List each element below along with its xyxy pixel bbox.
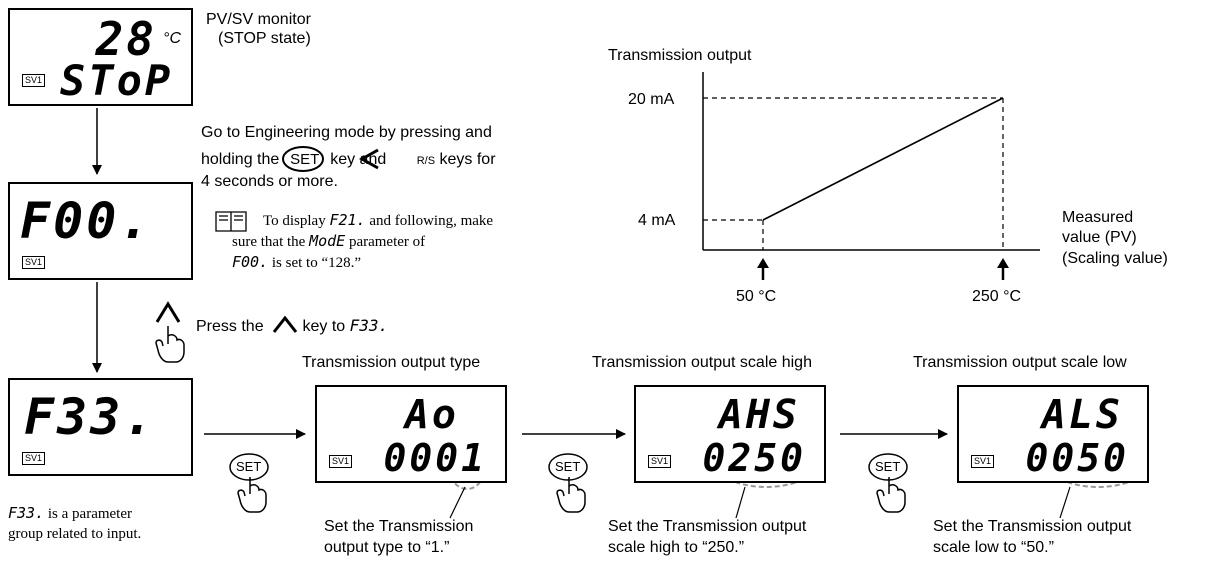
chart-x-tick-high: 250 °C xyxy=(972,288,1022,305)
set-key-outline xyxy=(282,146,324,172)
monitor-caption-line2: (STOP state) xyxy=(218,30,311,47)
scale-low-param: ALS xyxy=(1041,392,1123,438)
screen-title-scale-low: Transmission output scale low xyxy=(913,354,1127,371)
chart-x-label-line1: Measured xyxy=(1062,209,1134,226)
f33-caption-line2: group related to input. xyxy=(8,526,142,542)
scale-low-note-line2: scale low to “50.” xyxy=(933,539,1054,556)
note-code: F21. xyxy=(329,211,366,229)
note-line1: To display F21. and following, make xyxy=(263,210,683,231)
output-type-value: 0001 xyxy=(383,436,487,480)
instruction-text: key to xyxy=(302,318,346,335)
rs-key-chevron xyxy=(358,148,379,170)
up-key-inline-icon xyxy=(272,316,298,333)
chart-x-tick-low: 50 °C xyxy=(736,288,777,305)
caption-code: F33. xyxy=(8,504,45,522)
monitor-caption-line1: PV/SV monitor xyxy=(206,11,311,28)
press-up-instruction: Press the key to F33. xyxy=(196,316,388,336)
engineering-instruction-line3: 4 seconds or more. xyxy=(201,173,338,190)
set-key-label: SET xyxy=(290,151,320,168)
note-code: F00. xyxy=(232,253,269,271)
note-text: is set to “128.” xyxy=(271,255,362,271)
sv1-indicator: SV1 xyxy=(971,455,995,468)
set-button-label-1: SET xyxy=(236,459,262,474)
note-text: parameter of xyxy=(348,234,426,250)
target-code: F33. xyxy=(349,316,389,335)
set-button-icon-2 xyxy=(548,453,588,513)
chart-y-label: Transmission output xyxy=(608,47,752,64)
engineering-mode-panel: F00. SV1 xyxy=(8,182,193,280)
output-type-panel: Ao SV1 0001 xyxy=(315,385,507,483)
sv1-indicator: SV1 xyxy=(329,455,353,468)
scale-high-panel: AHS SV1 0250 xyxy=(634,385,826,483)
engineering-note: To display F21. and following, make sure… xyxy=(232,210,683,273)
rs-key-label: R/S xyxy=(416,155,436,167)
monitor-unit: °C xyxy=(163,30,181,47)
chart-x-label-line3: (Scaling value) xyxy=(1062,250,1168,267)
hand-icon xyxy=(155,326,185,363)
scale-low-note-line1: Set the Transmission output xyxy=(933,518,1132,535)
output-type-param: Ao xyxy=(404,392,459,438)
callout-line-2 xyxy=(735,486,746,519)
screen-title-output-type: Transmission output type xyxy=(302,354,481,371)
note-code: ModE xyxy=(309,232,346,250)
chart-series-line xyxy=(762,97,1004,221)
scale-high-param: AHS xyxy=(718,392,800,438)
scale-low-value: 0050 xyxy=(1025,436,1129,480)
caption-text: is a parameter xyxy=(47,506,132,522)
note-text: and following, make xyxy=(369,213,494,229)
instruction-text: key and xyxy=(330,151,387,168)
output-type-note-line2: output type to “1.” xyxy=(324,539,450,556)
engineering-display: F00. xyxy=(20,192,153,250)
note-line3: F00. is set to “128.” xyxy=(232,252,683,273)
callout-line-1 xyxy=(449,486,466,519)
f33-panel: F33. SV1 xyxy=(8,378,193,476)
set-button-icon-3 xyxy=(868,453,908,513)
scale-high-note-line2: scale high to “250.” xyxy=(608,539,745,556)
f33-caption: F33. is a parameter group related to inp… xyxy=(8,503,208,544)
book-icon xyxy=(215,211,247,232)
engineering-instruction-line2: holding the SET key and R/S keys for xyxy=(201,150,496,171)
note-text: sure that the xyxy=(232,234,306,250)
scale-low-panel: ALS SV1 0050 xyxy=(957,385,1149,483)
monitor-pv-value: 28 xyxy=(95,12,157,66)
pv-sv-monitor-panel: 28 °C SV1 SToP xyxy=(8,8,193,106)
instruction-text: keys for xyxy=(439,151,496,168)
chart-x-label-line2: value (PV) xyxy=(1062,229,1137,246)
screen-title-scale-high: Transmission output scale high xyxy=(592,354,812,371)
chart-y-tick-low: 4 mA xyxy=(638,212,676,229)
monitor-sv-value: SToP xyxy=(60,56,174,105)
sv1-indicator: SV1 xyxy=(22,256,46,269)
instruction-text: holding the xyxy=(201,151,280,168)
f33-caption-line1: F33. is a parameter xyxy=(8,503,208,524)
chart xyxy=(702,72,1040,280)
sv1-indicator: SV1 xyxy=(22,74,46,87)
scale-high-value: 0250 xyxy=(702,436,806,480)
set-button-label-2: SET xyxy=(555,459,581,474)
chart-y-tick-high: 20 mA xyxy=(628,91,675,108)
scale-high-note-line1: Set the Transmission output xyxy=(608,518,807,535)
instruction-text: Press the xyxy=(196,318,264,335)
chart-tick-arrowhead-1 xyxy=(997,258,1009,268)
note-text: To display xyxy=(263,213,326,229)
output-type-note-line1: Set the Transmission xyxy=(324,518,474,535)
sv1-indicator: SV1 xyxy=(648,455,672,468)
note-line2: sure that the ModE parameter of xyxy=(232,231,683,252)
f33-display: F33. xyxy=(24,388,157,446)
sv1-indicator: SV1 xyxy=(22,452,46,465)
chart-tick-arrowhead-0 xyxy=(757,258,769,268)
engineering-instruction-line1: Go to Engineering mode by pressing and xyxy=(201,124,492,141)
set-button-label-3: SET xyxy=(875,459,901,474)
callout-line-3 xyxy=(1059,486,1071,519)
set-button-icon-1 xyxy=(229,453,269,513)
up-key-symbol xyxy=(155,301,181,323)
